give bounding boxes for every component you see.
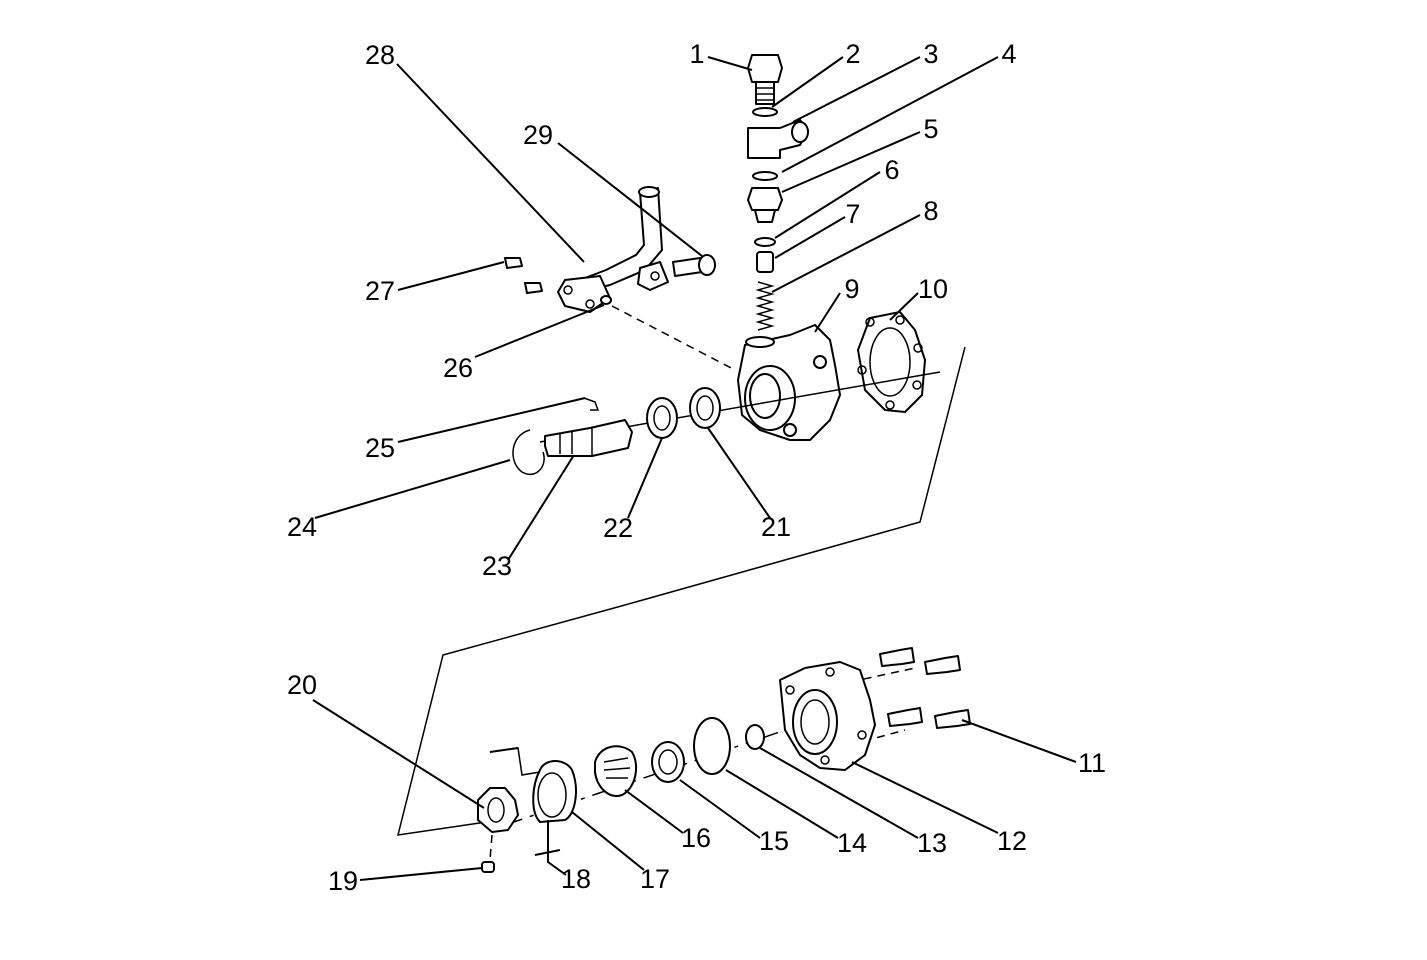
callout-29: 29 — [523, 120, 553, 150]
callout-8: 8 — [923, 196, 938, 226]
callout-7: 7 — [845, 199, 860, 229]
seal-rings — [651, 717, 765, 783]
pressure-plate — [594, 745, 638, 797]
pump-housing — [737, 324, 841, 441]
pipe-bracket-group — [504, 186, 736, 371]
callout-5: 5 — [923, 114, 938, 144]
rotor — [477, 787, 519, 873]
end-plate — [779, 661, 876, 771]
callout-11: 11 — [1078, 748, 1106, 778]
callout-26: 26 — [443, 353, 473, 383]
callout-17: 17 — [640, 864, 670, 894]
callout-9: 9 — [844, 274, 859, 304]
snap-ring — [512, 429, 545, 475]
drive-shaft-group — [512, 371, 941, 475]
callout-23: 23 — [482, 551, 512, 581]
o-ring-13 — [745, 724, 765, 750]
fitting-nut — [747, 187, 783, 211]
valve-stack — [747, 54, 809, 331]
callout-16: 16 — [681, 823, 711, 853]
callout-12: 12 — [997, 826, 1027, 856]
callout-6: 6 — [884, 155, 899, 185]
callout-2: 2 — [845, 39, 860, 69]
pipe-bracket — [557, 275, 611, 313]
callout-18: 18 — [561, 864, 591, 894]
flow-control-valve — [756, 251, 774, 273]
callout-25: 25 — [365, 433, 395, 463]
callout-4: 4 — [1001, 39, 1016, 69]
callout-15: 15 — [759, 826, 789, 856]
washer-upper — [752, 107, 778, 117]
callout-21: 21 — [761, 512, 791, 542]
end-plate-bolts — [879, 647, 971, 729]
callout-28: 28 — [365, 40, 395, 70]
callout-27: 27 — [365, 276, 395, 306]
spring — [755, 281, 775, 331]
callout-22: 22 — [603, 513, 633, 543]
banjo-bolt — [747, 54, 783, 83]
bearing-22 — [646, 397, 678, 439]
seal-21 — [689, 387, 721, 429]
callout-24: 24 — [287, 512, 317, 542]
vane — [481, 861, 495, 873]
housing-gasket — [857, 311, 926, 413]
callout-19: 19 — [328, 866, 358, 896]
callout-20: 20 — [287, 670, 317, 700]
leader-lines — [312, 56, 1077, 881]
callout-13: 13 — [917, 828, 947, 858]
callout-labels: 1 2 3 4 5 6 7 8 9 10 11 12 13 14 15 16 1… — [287, 39, 1106, 896]
ring-15 — [651, 741, 685, 783]
shaft-key — [583, 397, 600, 411]
callout-3: 3 — [923, 39, 938, 69]
callout-14: 14 — [837, 828, 867, 858]
drive-shaft — [544, 419, 633, 457]
callout-10: 10 — [918, 274, 948, 304]
o-ring-14 — [693, 717, 731, 775]
callout-1: 1 — [689, 39, 704, 69]
o-ring — [754, 237, 776, 247]
washer-lower — [752, 171, 778, 181]
